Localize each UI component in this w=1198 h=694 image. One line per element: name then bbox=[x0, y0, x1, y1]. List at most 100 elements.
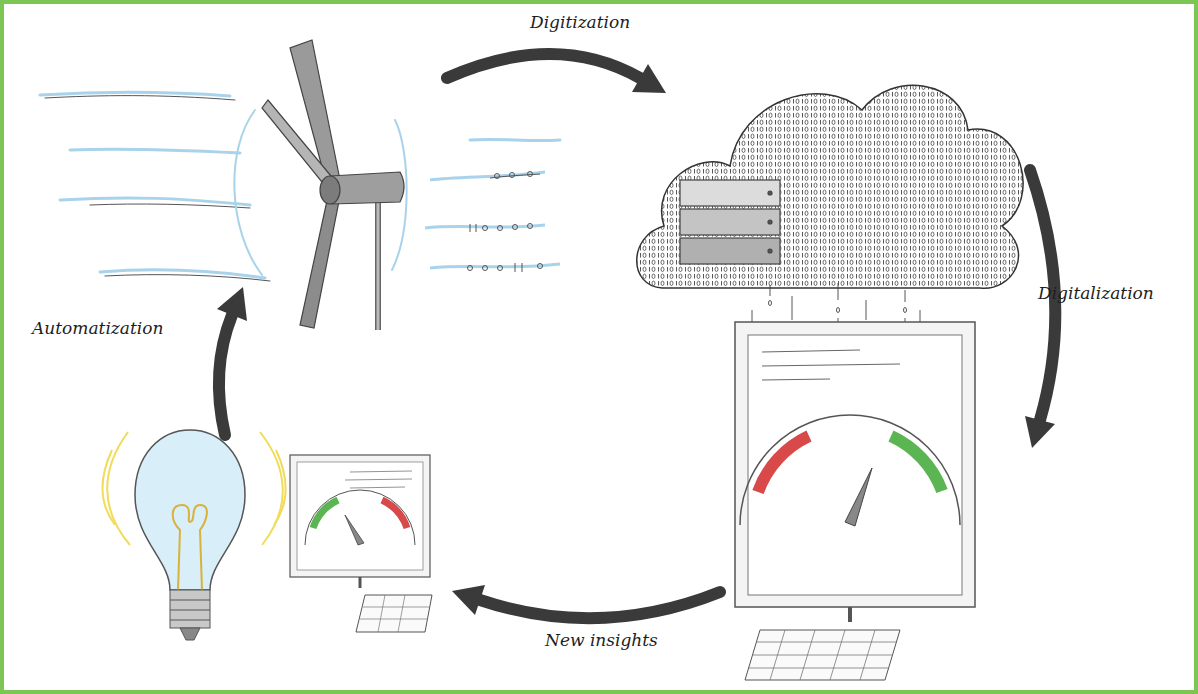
data-stream-part bbox=[430, 172, 545, 180]
dashboard-monitor-part-part bbox=[757, 642, 896, 643]
dashboard-monitor-part-part bbox=[800, 630, 815, 680]
data-drip-part bbox=[792, 296, 793, 320]
data-stream-part bbox=[430, 264, 560, 268]
data-stream-part bbox=[468, 266, 473, 271]
data-drip-part bbox=[920, 310, 921, 322]
stage-label: Digitization bbox=[530, 12, 630, 32]
light-bulb-part-part bbox=[107, 432, 130, 545]
dashboard-monitor-part-part bbox=[830, 630, 845, 680]
stage-label: New insights bbox=[545, 630, 658, 650]
data-stream-part bbox=[483, 226, 488, 231]
small-monitor bbox=[290, 455, 432, 632]
small-monitor-part bbox=[345, 515, 364, 545]
data-stream-part bbox=[498, 266, 503, 271]
light-bulb-part bbox=[173, 505, 207, 590]
data-drip-part bbox=[904, 308, 907, 313]
wind-lines-part bbox=[90, 204, 250, 208]
small-monitor-part bbox=[359, 577, 362, 588]
data-stream-part bbox=[538, 264, 543, 269]
small-monitor-part-part bbox=[345, 479, 412, 480]
data-stream-part bbox=[483, 266, 488, 271]
dashboard-monitor-part-part bbox=[762, 350, 860, 352]
wind-turbine-part bbox=[320, 176, 340, 204]
server-rack-part bbox=[680, 238, 780, 264]
small-monitor-part bbox=[297, 462, 423, 570]
data-drip-part bbox=[905, 290, 906, 302]
data-drip-part bbox=[866, 300, 867, 320]
wind-lines-part bbox=[105, 275, 270, 281]
small-monitor-part-part bbox=[350, 487, 405, 488]
small-monitor-part bbox=[305, 490, 415, 545]
dashboard-monitor-part bbox=[745, 630, 900, 680]
server-rack-part bbox=[680, 180, 780, 206]
light-bulb-part-part bbox=[274, 450, 286, 525]
data-stream bbox=[425, 172, 560, 273]
server-rack-part bbox=[768, 249, 772, 253]
data-stream-part bbox=[515, 263, 516, 272]
dashboard-monitor-part bbox=[845, 468, 872, 526]
light-bulb-part bbox=[180, 628, 200, 640]
light-bulb bbox=[103, 430, 286, 640]
data-drip-part bbox=[837, 308, 840, 313]
data-drip-part bbox=[770, 285, 771, 296]
data-drip-part bbox=[838, 283, 839, 300]
small-monitor-part bbox=[382, 500, 407, 528]
small-monitor-part-part bbox=[350, 471, 412, 472]
arrow-head-part bbox=[1025, 416, 1055, 448]
cycle-arrow-part bbox=[447, 54, 640, 78]
small-monitor-part bbox=[345, 471, 412, 488]
data-stream-part bbox=[528, 172, 533, 177]
data-stream-part bbox=[513, 225, 518, 230]
data-stream-part bbox=[528, 224, 533, 229]
data-stream-part bbox=[470, 224, 471, 232]
small-monitor-part bbox=[356, 595, 432, 632]
light-bulb-part-part bbox=[170, 610, 210, 611]
arrow-head-part bbox=[217, 287, 247, 321]
wind-turbine-part bbox=[375, 200, 381, 330]
light-bulb-part-part bbox=[170, 620, 210, 621]
small-monitor-part bbox=[290, 455, 430, 577]
light-bulb-part bbox=[135, 430, 245, 590]
small-monitor-part bbox=[313, 500, 338, 528]
small-monitor-part-part bbox=[378, 595, 385, 632]
light-bulb-part-part bbox=[170, 600, 210, 601]
small-monitor-part bbox=[360, 595, 430, 632]
dashboard-monitor-part bbox=[758, 436, 809, 492]
dashboard-monitor-part bbox=[848, 607, 852, 622]
dashboard-monitor-part-part bbox=[762, 364, 900, 366]
wind-turbine bbox=[262, 40, 404, 330]
small-monitor-part-part bbox=[363, 607, 430, 608]
dashboard-monitor-part-part bbox=[762, 379, 830, 380]
dashboard-monitor-part-part bbox=[860, 630, 875, 680]
stage-label: Automatization bbox=[32, 318, 163, 338]
dashboard-monitor-part-part bbox=[753, 655, 892, 656]
data-stream-part bbox=[498, 226, 503, 231]
dashboard-monitor-part bbox=[749, 630, 896, 680]
dashboard-monitor-part bbox=[735, 322, 975, 607]
wind-turbine-part bbox=[377, 200, 380, 330]
server-rack-part bbox=[768, 191, 772, 195]
wind-lines-part bbox=[45, 96, 235, 100]
arrow-head-part bbox=[632, 64, 666, 93]
light-bulb-part bbox=[170, 590, 210, 628]
dashboard-monitor bbox=[735, 322, 975, 680]
stage-label: Digitalization bbox=[1038, 283, 1154, 303]
light-bulb-part-part bbox=[103, 450, 115, 525]
data-stream-part bbox=[510, 173, 515, 178]
data-cloud-part bbox=[637, 85, 1023, 288]
arrow-head bbox=[217, 64, 1055, 615]
wind-lines-part bbox=[70, 149, 240, 153]
light-bulb-part bbox=[170, 600, 210, 620]
data-stream-part bbox=[495, 174, 500, 179]
cycle-arrow-part bbox=[219, 315, 232, 435]
wind-lines-part bbox=[470, 139, 560, 140]
dashboard-monitor-part bbox=[762, 350, 900, 380]
dashboard-monitor-part bbox=[891, 436, 942, 491]
data-stream-part bbox=[522, 263, 523, 272]
cycle-arrow bbox=[219, 54, 1055, 618]
dashboard-monitor-part-part bbox=[749, 668, 888, 669]
wind-turbine-part bbox=[330, 172, 404, 204]
